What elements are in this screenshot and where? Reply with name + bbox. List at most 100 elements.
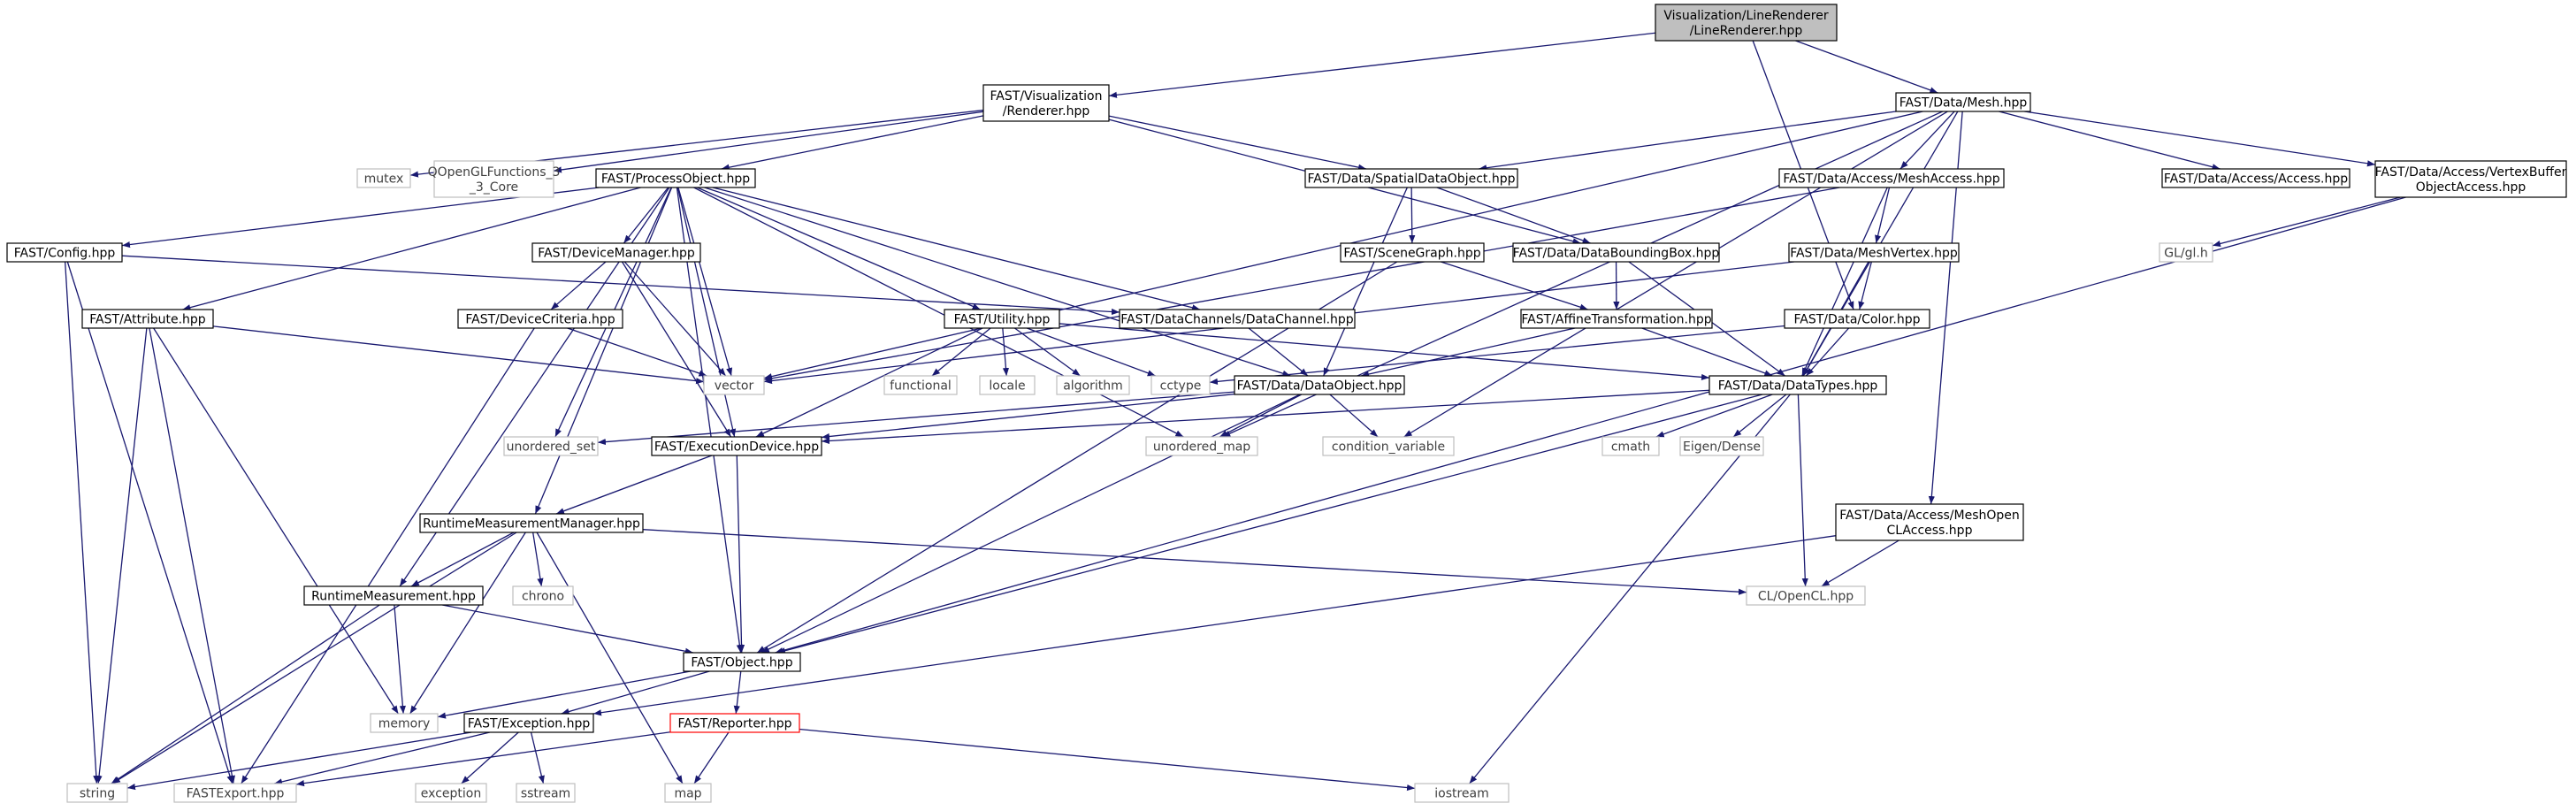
node-root[interactable]: Visualization/LineRenderer/LineRenderer.… [1655,4,1838,42]
edge-processobject-to-rmm [534,187,673,515]
edge-object-to-reporter [733,670,742,715]
edge-devicemanager-to-devicecriteria [550,261,607,310]
node-datatypes[interactable]: FAST/Data/DataTypes.hpp [1708,375,1887,395]
node-meshaccess[interactable]: FAST/Data/Access/MeshAccess.hpp [1778,168,2005,188]
node-config[interactable]: FAST/Config.hpp [6,242,123,263]
node-devicemanager[interactable]: FAST/DeviceManager.hpp [531,242,701,263]
node-label-dataobject: FAST/Data/DataObject.hpp [1237,379,1403,394]
node-meshvertex[interactable]: FAST/Data/MeshVertex.hpp [1788,242,1960,263]
node-reporter[interactable]: FAST/Reporter.hpp [669,713,800,733]
node-chrono: chrono [512,585,574,606]
node-executiondevice[interactable]: FAST/ExecutionDevice.hpp [651,436,822,456]
node-unordered_map: unordered_map [1145,436,1258,456]
node-vbo[interactable]: FAST/Data/Access/VertexBufferObjectAcces… [2374,160,2567,198]
node-string: string [66,783,128,803]
edge-scenegraph-to-affine [1441,261,1588,310]
node-label-rm: RuntimeMeasurement.hpp [311,590,476,604]
node-devicecriteria[interactable]: FAST/DeviceCriteria.hpp [457,309,623,329]
edge-datatypes-to-iostream [1469,394,1791,784]
node-access[interactable]: FAST/Data/Access/Access.hpp [2161,168,2351,188]
node-label-unordered_set: unordered_set [507,440,596,455]
edge-dataobject-to-unordered_set [597,391,1235,446]
node-label-fastexport: FASTExport.hpp [187,787,285,801]
node-renderer[interactable]: FAST/Visualization/Renderer.hpp [982,84,1110,122]
edge-datatypes-to-object [776,394,1763,654]
node-exception[interactable]: FAST/Exception.hpp [463,713,594,733]
edge-root-to-mesh [1795,40,1938,94]
node-label-exception: FAST/Exception.hpp [468,717,591,731]
node-box-qopengl [433,160,554,198]
node-processobject[interactable]: FAST/ProcessObject.hpp [595,168,756,188]
node-affine[interactable]: FAST/AffineTransformation.hpp [1520,309,1713,329]
node-label-qopengl-line-1: QOpenGLFunctions_3 [428,165,561,180]
node-object[interactable]: FAST/Object.hpp [683,652,801,672]
edge-executiondevice-to-object [736,455,745,654]
edge-attribute-to-fastexport [149,327,235,784]
edge-meshaccess-to-meshvertex [1875,187,1891,244]
edge-devicemanager-to-executiondevice [621,261,732,438]
node-box-datachannel [1119,309,1356,329]
node-scenegraph[interactable]: FAST/SceneGraph.hpp [1340,242,1485,263]
node-box-devicecriteria [457,309,623,329]
edge-vbo-to-object [775,196,2406,654]
node-box-meshvertex [1788,242,1960,263]
node-color[interactable]: FAST/Data/Color.hpp [1784,309,1930,329]
node-cctype: cctype [1150,375,1211,395]
edge-config-to-datachannel [121,255,1120,316]
node-datachannel[interactable]: FAST/DataChannels/DataChannel.hpp [1119,309,1356,329]
node-sstream: sstream [516,783,576,803]
edge-rm-to-object [442,604,693,654]
node-box-access [2161,168,2351,188]
edge-object-to-exception [561,670,710,715]
node-label-datachannel: FAST/DataChannels/DataChannel.hpp [1120,313,1354,327]
node-box-processobject [595,168,756,188]
node-memory: memory [370,713,439,733]
node-label-datatypes: FAST/Data/DataTypes.hpp [1718,379,1878,394]
node-box-meshaccess [1778,168,2005,188]
edge-processobject-to-vector [677,187,733,377]
node-label-affine: FAST/AffineTransformation.hpp [1521,313,1711,327]
node-label-functional: functional [890,379,952,394]
edge-affine-to-dataobject [1360,327,1576,378]
node-label-sstream: sstream [521,787,570,801]
node-attribute[interactable]: FAST/Attribute.hpp [81,309,214,329]
edge-object-to-memory [437,670,691,719]
edge-renderer-to-spatialdataobject [1108,115,1367,171]
edge-meshopencl-to-opencl [1821,539,1900,587]
node-label-opencl: CL/OpenCL.hpp [1758,590,1854,604]
edge-dataobject-to-executiondevice [821,393,1235,440]
node-label-unordered_map: unordered_map [1153,440,1250,455]
node-box-functional [883,375,958,395]
edge-vbo-to-glh [2212,196,2401,248]
node-spatialdataobject[interactable]: FAST/Data/SpatialDataObject.hpp [1304,168,1518,188]
node-databbox[interactable]: FAST/Data/DataBoundingBox.hpp [1512,242,1720,263]
edge-spatialdataobject-to-scenegraph [1409,187,1416,244]
node-label-exception_std: exception [421,787,481,801]
node-box-root [1655,4,1838,42]
node-dataobject[interactable]: FAST/Data/DataObject.hpp [1234,375,1405,395]
node-box-devicemanager [531,242,701,263]
edge-utility-to-datatypes [1059,323,1710,381]
node-label-root-line-1: Visualization/LineRenderer [1663,9,1828,23]
node-label-color: FAST/Data/Color.hpp [1793,313,1920,327]
node-utility[interactable]: FAST/Utility.hpp [944,309,1060,329]
edge-processobject-to-utility [697,187,981,310]
edge-exception-to-sstream [530,731,545,784]
edge-mesh-to-access [1999,111,2221,171]
node-glh: GL/gl.h [2159,242,2213,263]
edge-devicecriteria-to-fastexport [241,327,535,784]
node-box-config [6,242,123,263]
edge-layer [64,32,2406,792]
node-label-utility: FAST/Utility.hpp [954,313,1051,327]
node-label-cmath: cmath [1611,440,1650,455]
node-label-reporter: FAST/Reporter.hpp [677,717,791,731]
node-mesh[interactable]: FAST/Data/Mesh.hpp [1895,92,2031,112]
node-box-exception [463,713,594,733]
node-rm[interactable]: RuntimeMeasurement.hpp [303,585,484,606]
edge-meshaccess-to-datatypes [1801,187,1888,377]
node-rmm[interactable]: RuntimeMeasurementManager.hpp [419,513,644,533]
node-box-string [66,783,128,803]
edge-config-to-fastexport [66,261,233,784]
